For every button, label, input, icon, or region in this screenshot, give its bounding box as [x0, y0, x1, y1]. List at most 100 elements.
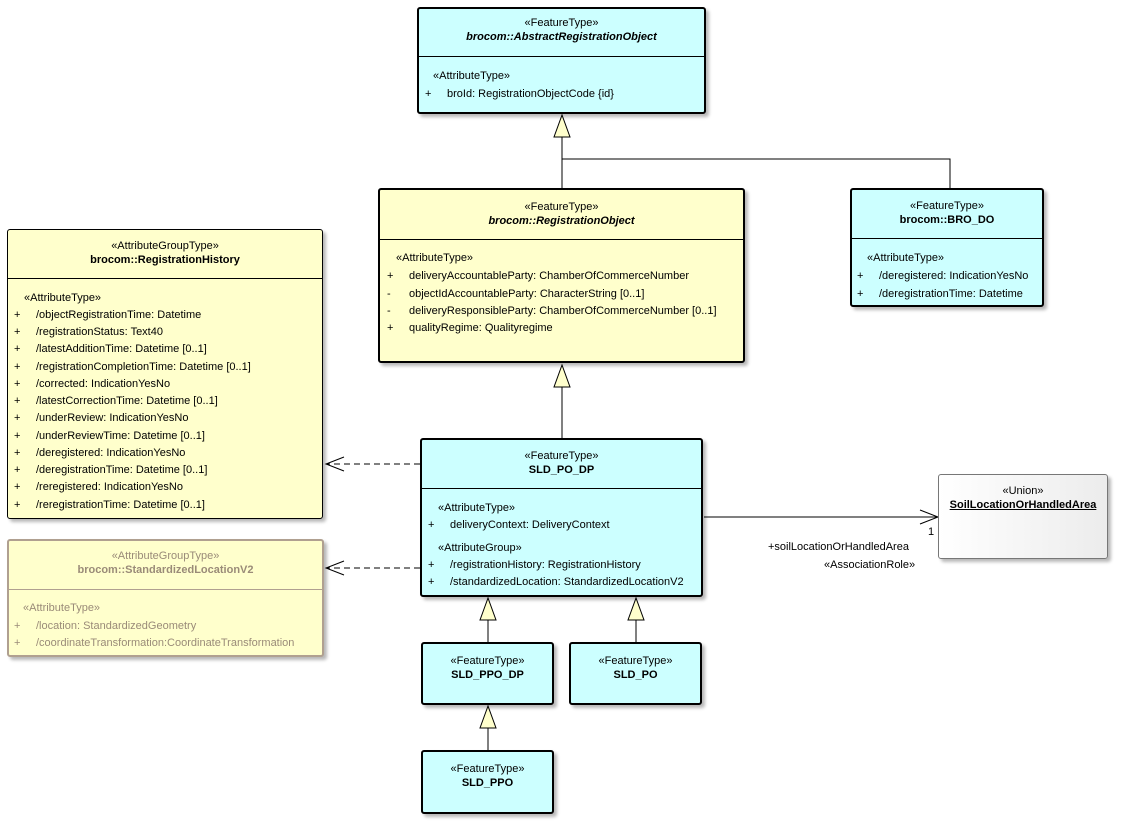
sld-po-class[interactable]: «FeatureType» SLD_PO: [569, 642, 702, 705]
generalization-arrowhead: [627, 596, 645, 621]
attribute-row[interactable]: +/underReviewTime: Datetime [0..1]: [14, 429, 205, 443]
registration-object-class[interactable]: «FeatureType» brocom::RegistrationObject…: [378, 188, 745, 363]
attribute-row[interactable]: + qualityRegime: Qualityregime: [387, 321, 553, 335]
registration-history-class[interactable]: «AttributeGroupType» brocom::Registratio…: [7, 229, 323, 519]
class-stereotype: «FeatureType»: [450, 763, 525, 775]
association-role-label: +soilLocationOrHandledArea: [768, 541, 909, 553]
compartment-divider: [8, 278, 322, 279]
attribute-row[interactable]: +/registrationHistory: RegistrationHisto…: [428, 558, 641, 572]
attribute-row[interactable]: +/corrected: IndicationYesNo: [14, 377, 170, 391]
attribute-row[interactable]: + deliveryContext: DeliveryContext: [428, 518, 610, 532]
section-stereotype: «AttributeType»: [438, 502, 516, 514]
class-name: SLD_PPO_DP: [451, 669, 524, 681]
attribute-row[interactable]: +/latestAdditionTime: Datetime [0..1]: [14, 342, 207, 356]
attribute-text: /registrationCompletionTime: Datetime [0…: [36, 361, 251, 373]
visibility-marker: +: [425, 88, 432, 100]
attribute-row[interactable]: +/coordinateTransformation:CoordinateTra…: [14, 636, 294, 650]
attribute-text: deliveryContext: DeliveryContext: [450, 519, 610, 531]
section-stereotype: «AttributeType»: [396, 252, 474, 264]
soil-location-union-class[interactable]: «Union» SoilLocationOrHandledArea: [938, 474, 1108, 559]
class-stereotype: «FeatureType»: [524, 17, 599, 29]
visibility-marker: +: [14, 309, 21, 321]
generalization-arrowhead: [553, 363, 571, 388]
attribute-row[interactable]: + /location: StandardizedGeometry: [14, 619, 196, 633]
visibility-marker: +: [428, 519, 435, 531]
visibility-marker: +: [14, 447, 21, 459]
attribute-text: /deregistrationTime: Datetime [0..1]: [36, 464, 208, 476]
visibility-marker: +: [387, 270, 394, 282]
visibility-marker: +: [14, 395, 21, 407]
visibility-marker: +: [14, 499, 21, 511]
class-name: brocom::BRO_DO: [899, 214, 995, 226]
compartment-divider: [9, 589, 322, 590]
sld-ppo-dp-class[interactable]: «FeatureType» SLD_PPO_DP: [421, 642, 554, 705]
generalization-arrowhead: [479, 596, 497, 621]
section-stereotype: «AttributeType»: [23, 602, 101, 614]
compartment-divider: [422, 488, 701, 489]
visibility-marker: +: [857, 288, 864, 300]
attribute-row[interactable]: + /latestCorrectionTime: Datetime [0..1]: [14, 394, 218, 408]
attribute-text: /latestCorrectionTime: Datetime [0..1]: [36, 395, 218, 407]
visibility-marker: +: [14, 620, 21, 632]
attribute-row[interactable]: + deliveryAccountableParty: ChamberOfComm…: [387, 269, 689, 283]
class-name: SLD_PPO: [461, 777, 514, 789]
compartment-divider: [852, 238, 1042, 239]
attribute-text: /objectRegistrationTime: Datetime: [36, 309, 202, 321]
visibility-marker: +: [387, 322, 394, 334]
class-stereotype: «AttributeGroupType»: [111, 240, 219, 252]
attribute-row[interactable]: +/deregistered: IndicationYesNo: [14, 446, 185, 460]
attribute-row[interactable]: + /standardizedLocation: StandardizedLoca…: [428, 575, 684, 589]
bro-do-class[interactable]: «FeatureType» brocom::BRO_DO «AttributeT…: [850, 188, 1044, 307]
attribute-text: /registrationStatus: Text40: [36, 326, 163, 338]
class-stereotype: «AttributeGroupType»: [111, 550, 220, 562]
generalization-line: [562, 158, 951, 188]
visibility-marker: -: [387, 305, 391, 317]
attribute-row[interactable]: +/deregistrationTime: Datetime: [857, 287, 1023, 301]
attribute-row[interactable]: + /objectRegistrationTime: Datetime: [14, 308, 201, 322]
visibility-marker: +: [14, 430, 21, 442]
association-role-stereotype: «AssociationRole»: [824, 559, 916, 571]
sld-ppo-class[interactable]: «FeatureType» SLD_PPO: [421, 750, 554, 814]
attribute-text: /standardizedLocation: StandardizedLocat…: [450, 576, 684, 588]
attribute-text: deliveryAccountableParty: ChamberOfComme…: [409, 270, 689, 282]
class-name: SLD_PO: [613, 669, 658, 681]
class-stereotype: «FeatureType»: [524, 450, 599, 462]
attribute-row[interactable]: + /registrationStatus: Text40: [14, 325, 163, 339]
attribute-row[interactable]: +/deregistered: IndicationYesNo: [857, 269, 1028, 283]
attribute-row[interactable]: +broId: RegistrationObjectCode {id}: [425, 87, 614, 101]
attribute-text: /coordinateTransformation:CoordinateTran…: [36, 637, 295, 649]
class-stereotype: «FeatureType»: [598, 655, 673, 667]
visibility-marker: +: [14, 464, 21, 476]
abstract-registration-object-class[interactable]: «FeatureType» brocom::AbstractRegistrati…: [417, 7, 706, 114]
attribute-text: /latestAdditionTime: Datetime [0..1]: [36, 343, 207, 355]
attribute-text: /deregistered: IndicationYesNo: [879, 270, 1029, 282]
sld-po-dp-class[interactable]: «FeatureType» SLD_PO_DP «AttributeType» …: [420, 438, 703, 597]
attribute-row[interactable]: +/reregistered: IndicationYesNo: [14, 480, 183, 494]
attribute-text: objectIdAccountableParty: CharacterStrin…: [409, 288, 645, 300]
attribute-text: /location: StandardizedGeometry: [36, 620, 197, 632]
standardized-location-class[interactable]: «AttributeGroupType» brocom::Standardize…: [7, 539, 324, 657]
attribute-row[interactable]: + /reregistrationTime: Datetime [0..1]: [14, 498, 205, 512]
dependency-arrowhead: [324, 560, 345, 576]
attribute-row[interactable]: + /deregistrationTime: Datetime [0..1]: [14, 463, 207, 477]
visibility-marker: +: [14, 326, 21, 338]
attribute-row[interactable]: +/registrationCompletionTime: Datetime […: [14, 360, 251, 374]
attribute-row[interactable]: - deliveryResponsibleParty: ChamberOfComm…: [387, 304, 717, 318]
attribute-row[interactable]: - objectIdAccountableParty: CharacterStri…: [387, 287, 644, 301]
attribute-text: /reregistrationTime: Datetime [0..1]: [36, 499, 205, 511]
class-name: SLD_PO_DP: [528, 464, 595, 476]
attribute-text: deliveryResponsibleParty: ChamberOfComme…: [409, 305, 717, 317]
visibility-marker: +: [428, 559, 435, 571]
visibility-marker: +: [14, 378, 21, 390]
association-multiplicity: 1: [928, 526, 935, 538]
section-stereotype: «AttributeGroup»: [438, 542, 522, 554]
attribute-row[interactable]: +/underReview: IndicationYesNo: [14, 411, 188, 425]
visibility-marker: +: [428, 576, 435, 588]
generalization-arrowhead: [553, 113, 571, 138]
visibility-marker: +: [14, 481, 21, 493]
visibility-marker: -: [387, 288, 391, 300]
class-name: brocom::StandardizedLocationV2: [77, 564, 254, 576]
section-stereotype: «AttributeType»: [24, 292, 102, 304]
attribute-text: qualityRegime: Qualityregime: [409, 322, 553, 334]
